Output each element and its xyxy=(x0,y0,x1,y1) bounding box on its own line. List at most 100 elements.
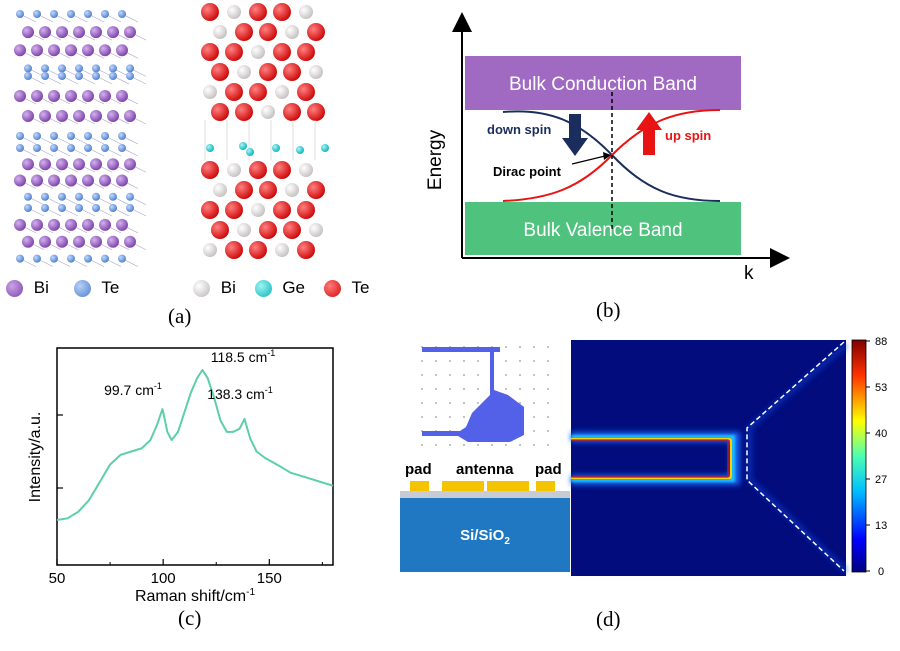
valence-band-label: Bulk Valence Band xyxy=(523,220,682,241)
te-atom-red xyxy=(259,221,277,239)
bi-atom xyxy=(31,218,43,231)
te-atom xyxy=(75,204,83,212)
grid-dot xyxy=(463,444,465,446)
te-atom xyxy=(126,72,134,80)
grid-dot xyxy=(435,360,437,362)
peak-annotation-text: 138.3 cm xyxy=(207,386,265,402)
te-atom xyxy=(75,64,83,73)
grid-dot xyxy=(533,416,535,418)
bi-atom xyxy=(22,26,34,39)
dirac-pointer-head xyxy=(603,152,611,160)
bi-atom xyxy=(31,90,43,102)
grid-dot xyxy=(547,360,549,362)
te-atom-red xyxy=(273,161,291,179)
bi-atom xyxy=(22,235,34,248)
te-atom-red xyxy=(283,103,301,121)
te-atom xyxy=(92,72,100,80)
peak-annotation-sup: -1 xyxy=(267,348,275,358)
colorbar-tick-label: 0 xyxy=(878,566,884,578)
grid-dot xyxy=(533,360,535,362)
bi-atom-gray-icon xyxy=(193,280,210,298)
bi-atom-gray xyxy=(275,85,289,99)
k-axis-label: k xyxy=(744,263,754,284)
peak-annotation-text: 99.7 cm xyxy=(104,382,154,398)
dirac-pointer xyxy=(571,155,606,165)
grid-dot xyxy=(533,402,535,404)
te-atom xyxy=(84,10,92,18)
colorbar-tick-label: 27 xyxy=(875,474,887,486)
bi-atom-gray xyxy=(299,5,313,19)
peak-annotation-sup: -1 xyxy=(154,381,162,391)
bi-atom xyxy=(65,44,77,57)
peak-annotation: 118.5 cm-1 xyxy=(211,348,276,365)
bi-atom xyxy=(82,90,94,102)
bi-atom-gray xyxy=(251,45,265,59)
te-atom xyxy=(16,132,24,140)
ge-atom xyxy=(321,144,329,152)
grid-dot xyxy=(421,416,423,418)
panel-b-caption: (b) xyxy=(596,298,621,322)
bi-atom xyxy=(124,26,136,39)
grid-dot xyxy=(435,416,437,418)
te-atom xyxy=(16,144,24,152)
te-atom xyxy=(118,254,126,263)
ge-atom xyxy=(296,146,304,154)
te-atom-red xyxy=(273,201,291,219)
x-axis-label-text: Raman shift/cm xyxy=(135,588,246,605)
grid-dot xyxy=(449,388,451,390)
te-atom xyxy=(109,192,117,201)
te-atom xyxy=(118,10,126,18)
grid-dot xyxy=(547,444,549,446)
te-atom-red xyxy=(249,241,267,259)
te-atom-red xyxy=(307,181,325,199)
te-atom xyxy=(84,132,92,140)
te-atom-red xyxy=(211,63,229,81)
bi-atom xyxy=(48,174,60,187)
te-atom xyxy=(92,64,100,73)
te-atom xyxy=(67,132,75,140)
bi-atom xyxy=(107,158,119,171)
te-atom xyxy=(67,144,75,152)
bi-atom xyxy=(14,218,26,231)
te-atom-red xyxy=(235,181,253,199)
grid-dot xyxy=(519,444,521,446)
te-atom-red xyxy=(235,23,253,41)
legend-bi-label: Bi xyxy=(33,278,49,297)
x-tick-label: 150 xyxy=(257,570,282,587)
ge-atom-icon xyxy=(254,280,272,298)
grid-dot xyxy=(547,388,549,390)
bi-atom xyxy=(56,26,68,39)
gebi2te4-structure xyxy=(201,3,329,259)
grid-dot xyxy=(547,402,549,404)
te-atom xyxy=(50,144,58,152)
legend-ge-label: Ge xyxy=(282,278,306,297)
te-atom xyxy=(24,204,32,212)
bi-atom xyxy=(82,218,94,231)
te-atom-red xyxy=(201,3,219,21)
bi-atom xyxy=(82,174,94,187)
te-atom xyxy=(118,132,126,140)
te-atom xyxy=(50,254,58,263)
grid-dot xyxy=(505,346,507,348)
gold-pad-left xyxy=(410,481,429,491)
colorbar-ticks xyxy=(866,340,870,572)
grid-dot xyxy=(477,374,479,376)
bi-atom-gray xyxy=(309,223,323,237)
bi-atom-gray xyxy=(261,105,275,119)
si-substrate xyxy=(400,498,570,572)
bi-atom xyxy=(31,174,43,187)
te-atom xyxy=(50,10,58,18)
panel-a-left-legend: Bi Te xyxy=(6,278,119,298)
field-edge-hot xyxy=(571,438,732,479)
te-atom-red xyxy=(297,83,315,101)
grid-dot xyxy=(505,444,507,446)
substrate-label-main: Si/SiO xyxy=(460,527,505,544)
grid-dot xyxy=(435,444,437,446)
te-atom-red xyxy=(259,63,277,81)
te-atom xyxy=(109,64,117,73)
te-atom-red xyxy=(249,161,267,179)
grid-dot xyxy=(491,444,493,446)
bi-atom xyxy=(99,218,111,231)
grid-dot xyxy=(533,430,535,432)
conduction-band-label: Bulk Conduction Band xyxy=(509,74,697,95)
